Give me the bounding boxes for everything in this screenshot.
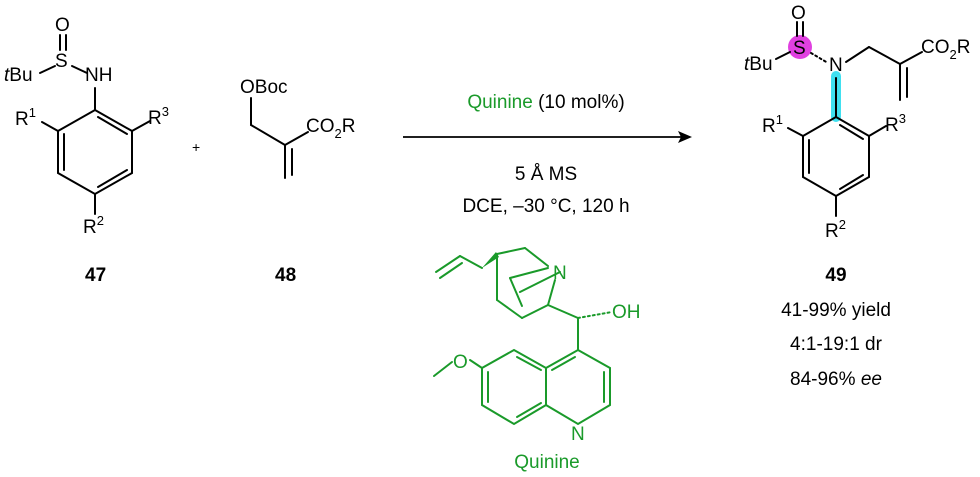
stereocenter-highlight [788, 35, 812, 59]
oxygen-atom-label: O [55, 15, 70, 36]
sulfur-atom-label: S [793, 38, 806, 59]
reactant-48: OBoc CO2R 48 [240, 77, 355, 286]
compound-label-47: 47 [85, 265, 106, 286]
nitrogen-atom-label: N [829, 55, 843, 76]
compound-label-49: 49 [825, 265, 846, 286]
quinoline-nitrogen: N [571, 424, 585, 445]
solvent-temperature-time: DCE, –30 °C, 120 h [462, 196, 629, 217]
benzene-ring [57, 108, 133, 196]
r1-label: R1 [762, 112, 783, 137]
yield-range: 41-99% yield [781, 300, 891, 321]
r3-label: R3 [885, 111, 906, 136]
co2r-label: CO2R [306, 116, 355, 141]
sulfur-atom-label: S [55, 51, 68, 72]
r1-label: R1 [15, 105, 36, 130]
r3-label: R3 [148, 104, 169, 129]
hydroxyl-label: OH [612, 302, 641, 323]
methoxy-oxygen: O [453, 352, 468, 373]
reaction-arrow [403, 131, 692, 143]
ee-range: 84-96% ee [790, 369, 882, 390]
r2-label: R2 [825, 217, 846, 242]
additive-condition: 5 Å MS [515, 164, 577, 185]
sulfinyl-oxygen: O [791, 3, 806, 24]
oboc-label: OBoc [240, 77, 288, 98]
compound-label-48: 48 [275, 265, 296, 286]
r2-label: R2 [83, 213, 104, 238]
catalyst-name: Quinine [514, 452, 580, 473]
co2r-label: CO2R [921, 37, 970, 62]
product-49: O S tBu N CO2R R1 R3 R2 49 41-99% yield … [744, 3, 970, 390]
tbu-label: tBu [4, 65, 33, 86]
nh-label: NH [85, 65, 112, 86]
catalyst-condition: Quinine (10 mol%) [467, 92, 624, 113]
tbu-label: tBu [744, 54, 773, 75]
plus-sign: + [192, 139, 200, 155]
quinuclidine-nitrogen: N [553, 263, 567, 284]
reactant-47: O S tBu NH R1 R3 R2 47 [4, 15, 169, 286]
dr-range: 4:1-19:1 dr [790, 334, 883, 355]
quinine-structure: N OH O N Quinine [433, 247, 641, 473]
